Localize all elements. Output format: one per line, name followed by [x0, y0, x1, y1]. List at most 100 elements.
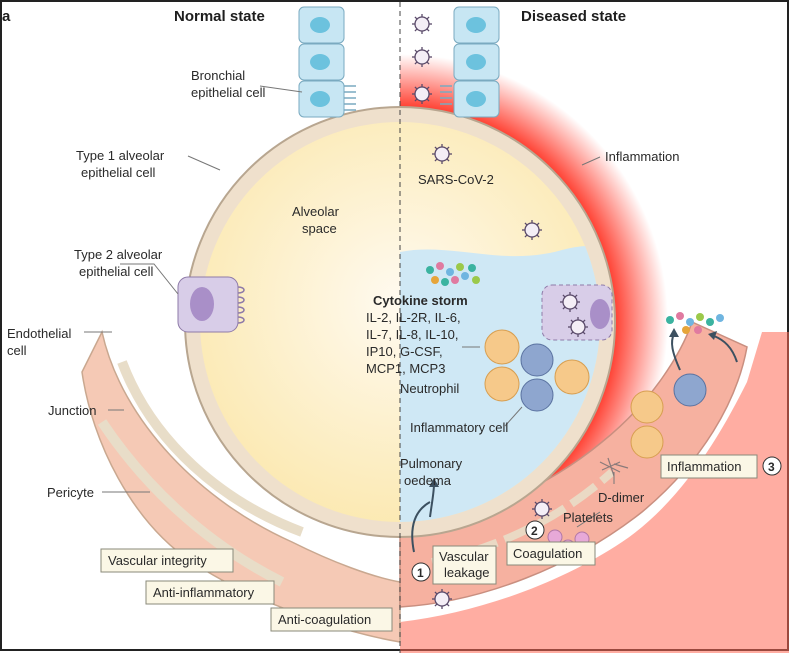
step-1: 1 [411, 562, 431, 582]
box-coagulation-text: Coagulation [513, 546, 582, 561]
box-inflammation: Inflammation [660, 454, 758, 479]
box-inflammation-text: Inflammation [667, 459, 741, 474]
label-type2-2: epithelial cell [79, 264, 154, 279]
virus-spike [574, 294, 578, 298]
label-endothelial-1: Endothelial [7, 326, 71, 341]
virus-particle [414, 16, 430, 32]
blood-vessel-normal [81, 329, 401, 643]
box-coagulation: Coagulation [506, 541, 596, 566]
virus-spike [570, 319, 574, 323]
virus-spike [536, 234, 540, 238]
arrowheads [429, 328, 717, 487]
label-cytokine-storm: Cytokine storm [373, 293, 468, 308]
box-anti-coagulation-text: Anti-coagulation [278, 612, 371, 627]
box-vascular-leakage: Vascular leakage [432, 545, 497, 585]
step-1-number: 1 [417, 566, 424, 580]
virus-spike [562, 294, 566, 298]
neutrophils [484, 329, 664, 459]
virus-particle [414, 86, 430, 102]
virus-particle [434, 146, 450, 162]
box-anti-inflammatory-text: Anti-inflammatory [153, 585, 255, 600]
virus-spike [446, 146, 450, 150]
virus-spike [434, 158, 438, 162]
virus-spike [524, 234, 528, 238]
panel-letter: a [2, 8, 11, 25]
label-inflammatory-cell: Inflammatory cell [410, 420, 508, 435]
box-anti-coagulation: Anti-coagulation [270, 607, 393, 632]
inflammatory-cells [520, 343, 707, 412]
step-3-number: 3 [768, 460, 775, 474]
heading-normal-state: Normal state [174, 8, 265, 25]
box-vascular-leakage-text-2: leakage [444, 565, 490, 580]
virus-particle [524, 222, 540, 238]
label-alveolar-space-1: Alveolar [292, 204, 340, 219]
label-sars-cov-2: SARS-CoV-2 [418, 172, 494, 187]
leader-lines [84, 85, 615, 528]
virus-spike [414, 86, 418, 90]
virus-spike [434, 603, 438, 607]
virus-spike [434, 591, 438, 595]
virus-spike [534, 501, 538, 505]
bronchial-epithelial-cells-diseased [440, 6, 500, 118]
virus-spike [414, 98, 418, 102]
virus-particle [434, 591, 450, 607]
label-bronchial-1: Bronchial [191, 68, 245, 83]
virus-spike [582, 319, 586, 323]
label-type1-1: Type 1 alveolar [76, 148, 165, 163]
virus-particle [570, 319, 586, 335]
step-2: 2 [525, 520, 545, 540]
step-2-number: 2 [531, 524, 538, 538]
d-dimer-fibrin [599, 457, 629, 477]
virus-spike [562, 306, 566, 310]
label-endothelial-2: cell [7, 343, 27, 358]
label-d-dimer: D-dimer [598, 490, 645, 505]
virus-spike [414, 61, 418, 65]
type2-alveolar-cell-infected [541, 284, 613, 341]
virus-spike [446, 591, 450, 595]
label-platelets: Platelets [563, 510, 613, 525]
box-vascular-integrity: Vascular integrity [100, 548, 234, 573]
virus-spike [414, 16, 418, 20]
virus-particle [414, 49, 430, 65]
cytokine-cluster [426, 262, 480, 286]
label-cytokine-list-4: MCP1, MCP3 [366, 361, 445, 376]
virus-particle [562, 294, 578, 310]
bronchial-epithelial-cells [298, 6, 356, 118]
virus-spike [414, 49, 418, 53]
virus-spike [426, 61, 430, 65]
label-alveolar-space-2: space [302, 221, 337, 236]
virus-spike [546, 501, 550, 505]
box-vascular-leakage-text-1: Vascular [439, 549, 489, 564]
type2-alveolar-cell [177, 276, 245, 333]
label-pulmonary-oedema-1: Pulmonary [400, 456, 463, 471]
label-cytokine-list-2: IL-7, IL-8, IL-10, [366, 327, 459, 342]
sars-cov-2-particles [412, 14, 588, 609]
label-pericyte: Pericyte [47, 485, 94, 500]
virus-spike [426, 49, 430, 53]
virus-spike [426, 98, 430, 102]
virus-spike [582, 331, 586, 335]
step-3: 3 [762, 456, 782, 476]
virus-spike [546, 513, 550, 517]
virus-spike [574, 306, 578, 310]
virus-spike [446, 158, 450, 162]
virus-spike [534, 513, 538, 517]
virus-spike [570, 331, 574, 335]
label-type1-2: epithelial cell [81, 165, 156, 180]
virus-spike [426, 86, 430, 90]
virus-spike [446, 603, 450, 607]
virus-spike [414, 28, 418, 32]
virus-spike [536, 222, 540, 226]
box-vascular-integrity-text: Vascular integrity [108, 553, 207, 568]
label-cytokine-list-1: IL-2, IL-2R, IL-6, [366, 310, 461, 325]
virus-spike [524, 222, 528, 226]
label-inflammation: Inflammation [605, 149, 679, 164]
label-pulmonary-oedema-2: oedema [404, 473, 452, 488]
virus-spike [426, 16, 430, 20]
label-bronchial-2: epithelial cell [191, 85, 266, 100]
label-junction: Junction [48, 403, 96, 418]
label-cytokine-list-3: IP10, G-CSF, [366, 344, 443, 359]
virus-spike [426, 28, 430, 32]
